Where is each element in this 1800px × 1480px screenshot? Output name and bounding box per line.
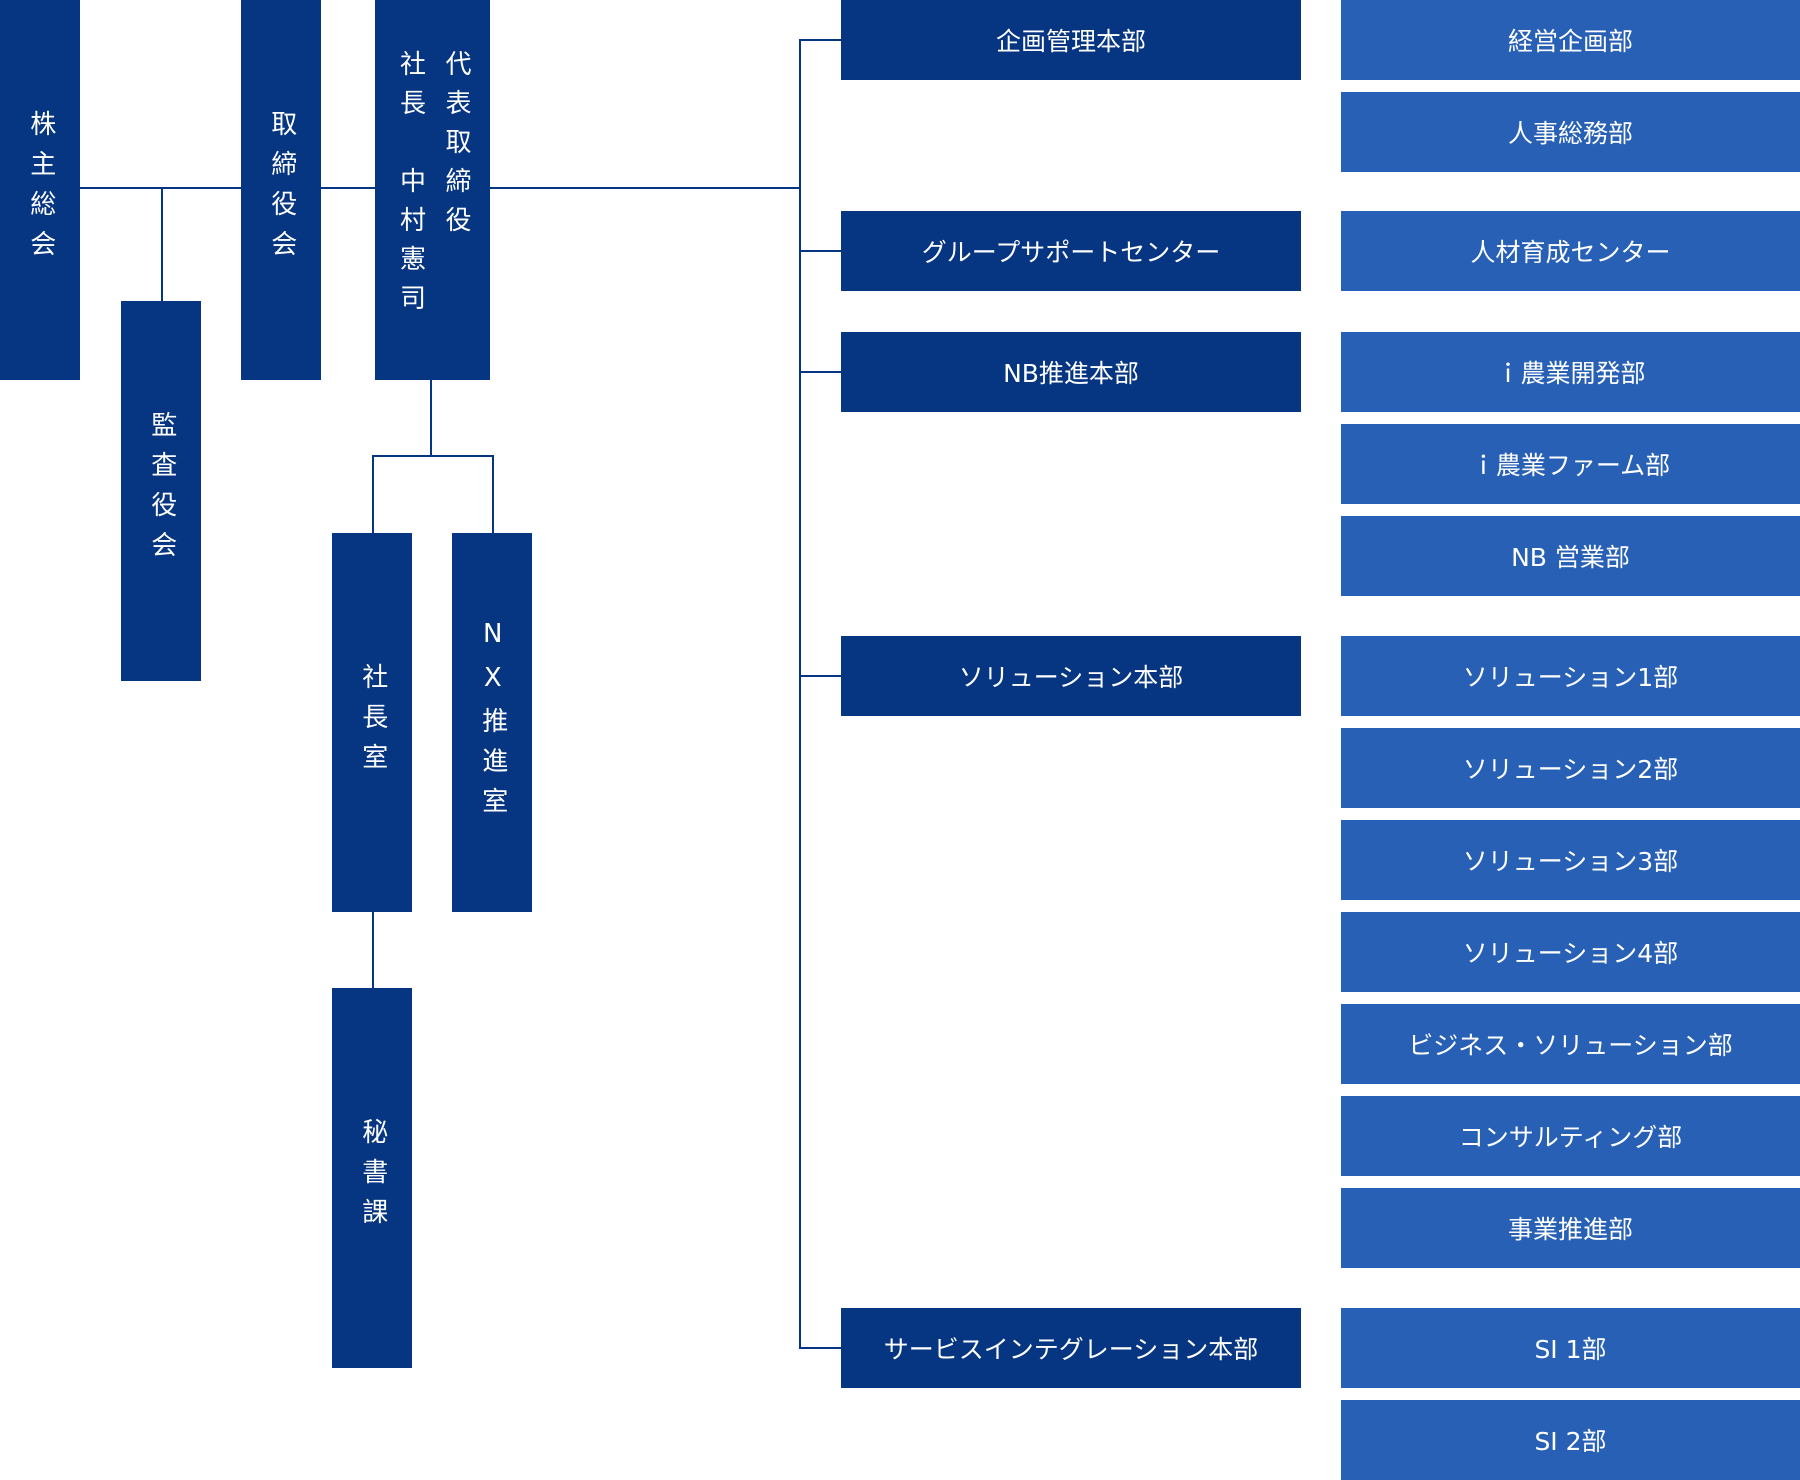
connector-to-nx-office (492, 455, 494, 533)
department-box: ソリューション4部 (1341, 912, 1800, 992)
shareholders-meeting-box: 株主総会 (0, 0, 80, 380)
department-label: ｉ農業開発部 (1495, 359, 1646, 388)
connector-office-branch (372, 455, 494, 457)
department-label: ｉ農業ファーム部 (1470, 451, 1671, 480)
department-box: NB 営業部 (1341, 516, 1800, 596)
nx-office-label: NX推進室 (477, 618, 508, 827)
division-group-support-center: グループサポートセンター (841, 211, 1301, 291)
audit-board-label: 監査役会 (146, 411, 177, 571)
connector-division-4 (799, 675, 841, 677)
department-label: 人事総務部 (1507, 119, 1633, 148)
president-label: 代表取締役 社長 中村憲司 (395, 50, 472, 323)
division-label: 企画管理本部 (995, 27, 1146, 56)
division-service-integration: サービスインテグレーション本部 (841, 1308, 1301, 1388)
department-box: ｉ農業開発部 (1341, 332, 1800, 412)
connector-to-secretary-section (372, 912, 374, 988)
department-label: ソリューション1部 (1462, 663, 1679, 692)
department-box: コンサルティング部 (1341, 1096, 1800, 1176)
connector-division-trunk (799, 39, 801, 1349)
department-label: 人材育成センター (1470, 238, 1671, 267)
audit-board-box: 監査役会 (121, 301, 201, 681)
department-box: ソリューション2部 (1341, 728, 1800, 808)
connector-president-down (430, 380, 432, 456)
connector-division-3 (799, 371, 841, 373)
connector-division-1 (799, 39, 841, 41)
shareholders-meeting-label: 株主総会 (25, 110, 56, 270)
secretary-section-label: 秘書課 (357, 1118, 388, 1238)
department-label: SI 1部 (1534, 1335, 1607, 1364)
division-label: ソリューション本部 (958, 663, 1184, 692)
department-box: ｉ農業ファーム部 (1341, 424, 1800, 504)
department-label: 経営企画部 (1507, 27, 1633, 56)
department-label: コンサルティング部 (1458, 1123, 1683, 1152)
division-planning-management: 企画管理本部 (841, 0, 1301, 80)
connector-to-president-office (372, 455, 374, 533)
connector-division-5 (799, 1347, 841, 1349)
connector-division-2 (799, 250, 841, 252)
department-box: SI 1部 (1341, 1308, 1800, 1388)
department-label: SI 2部 (1534, 1427, 1607, 1456)
department-label: ソリューション3部 (1462, 847, 1679, 876)
board-of-directors-label: 取締役会 (266, 110, 297, 270)
president-office-label: 社長室 (357, 662, 388, 783)
department-box: 人材育成センター (1341, 211, 1800, 291)
connector-president-to-trunk (490, 187, 801, 189)
department-label: 事業推進部 (1507, 1215, 1633, 1244)
department-box: 経営企画部 (1341, 0, 1800, 80)
division-label: グループサポートセンター (921, 238, 1221, 267)
department-label: ソリューション2部 (1462, 755, 1679, 784)
president-office-box: 社長室 (332, 533, 412, 912)
division-label: NB推進本部 (1003, 359, 1139, 388)
department-label: NB 営業部 (1511, 543, 1630, 572)
department-box: 人事総務部 (1341, 92, 1800, 172)
department-box: SI 2部 (1341, 1400, 1800, 1480)
department-label: ビジネス・ソリューション部 (1408, 1031, 1733, 1060)
department-box: ソリューション1部 (1341, 636, 1800, 716)
connector-shareholders-to-president (80, 187, 375, 189)
secretary-section-box: 秘書課 (332, 988, 412, 1368)
division-solution: ソリューション本部 (841, 636, 1301, 716)
department-box: ビジネス・ソリューション部 (1341, 1004, 1800, 1084)
president-box: 代表取締役 社長 中村憲司 (375, 0, 490, 380)
division-label: サービスインテグレーション本部 (883, 1335, 1259, 1364)
division-nb-promotion: NB推進本部 (841, 332, 1301, 412)
board-of-directors-box: 取締役会 (241, 0, 321, 380)
department-label: ソリューション4部 (1462, 939, 1679, 968)
department-box: ソリューション3部 (1341, 820, 1800, 900)
nx-office-box: NX推進室 (452, 533, 532, 912)
connector-to-audit-board (161, 188, 163, 301)
department-box: 事業推進部 (1341, 1188, 1800, 1268)
